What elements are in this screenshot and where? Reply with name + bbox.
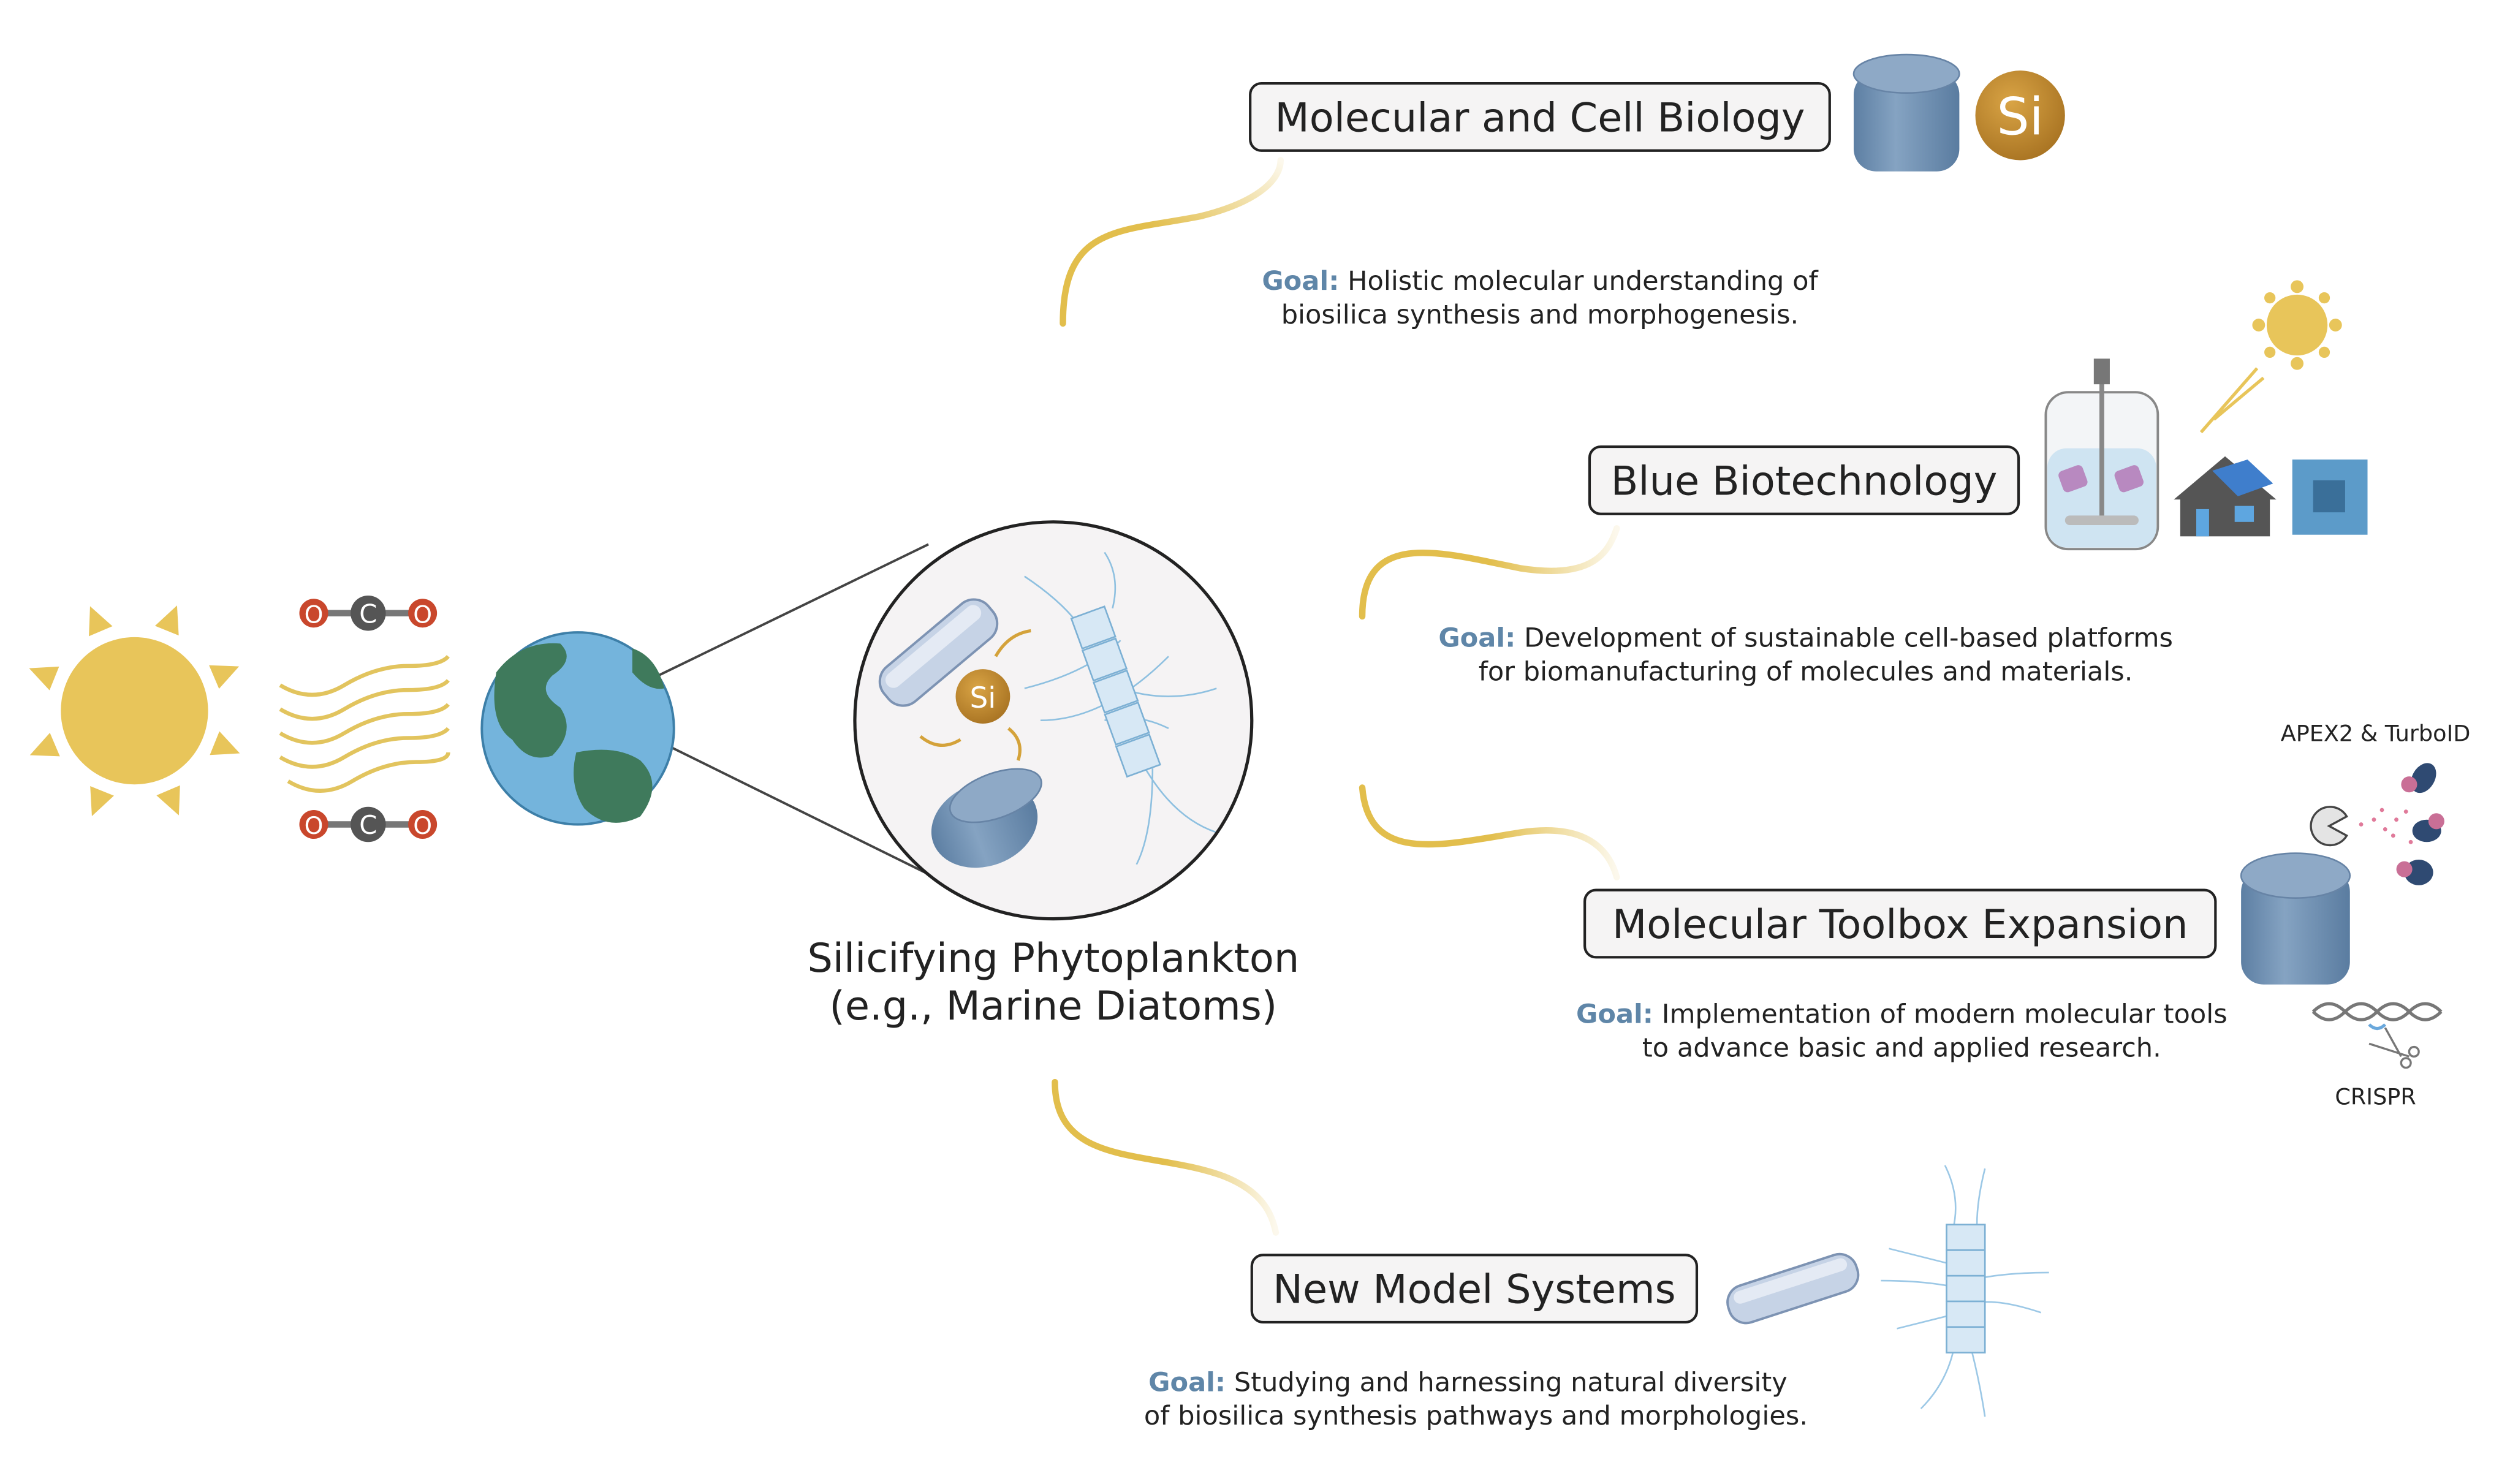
- goal-line2: biosilica synthesis and morphogenesis.: [1281, 300, 1799, 330]
- goal-line1: Goal: Studying and harnessing natural di…: [1148, 1367, 1788, 1398]
- solar-house-icon: [2174, 456, 2277, 537]
- si-label: Si: [969, 681, 996, 715]
- globe-icon: [480, 631, 675, 826]
- center-title-line2: (e.g., Marine Diatoms): [829, 983, 1277, 1029]
- sun-icon: [2199, 280, 2342, 434]
- title-box: [1249, 81, 1831, 152]
- co2-molecule-top-icon: O C O: [299, 595, 438, 631]
- branch-title: Molecular Toolbox Expansion: [1612, 901, 2188, 948]
- oxygen-label: O: [413, 812, 432, 840]
- connector-curve-molecular: [1060, 157, 1284, 327]
- si-element-icon: [1975, 70, 2065, 161]
- connector-curve-blue-biotech: [1359, 525, 1620, 620]
- crispr-label: CRISPR: [2335, 1084, 2416, 1110]
- branch-blue-biotechnology: Blue Biotechnology Goal: Development of …: [1438, 280, 2368, 687]
- goal-line2: for biomanufacturing of molecules and ma…: [1479, 656, 2133, 687]
- centric-diatom-icon: [931, 768, 1042, 868]
- si-cycle-arrows-icon: [919, 629, 1031, 761]
- goal-line1: Goal: Development of sustainable cell-ba…: [1438, 623, 2173, 654]
- bioreactor-icon: [2044, 358, 2159, 551]
- chain-diatom-icon: [1024, 551, 1217, 865]
- pennate-diatom-icon: [1726, 1252, 1860, 1325]
- goal-line1: Goal: Holistic molecular understanding o…: [1262, 266, 1818, 297]
- goal-line1: Goal: Implementation of modern molecular…: [1576, 999, 2228, 1029]
- oxygen-label: O: [305, 601, 324, 629]
- goal-line2: of biosilica synthesis pathways and morp…: [1144, 1401, 1808, 1431]
- centric-diatom-icon: [2240, 852, 2351, 985]
- si-label: Si: [1997, 87, 2044, 147]
- branch-title: Blue Biotechnology: [1611, 458, 1998, 504]
- branch-new-model-systems: New Model Systems Goal: Studying and har…: [1144, 1165, 2049, 1431]
- branch-molecular-cell-biology: Molecular and Cell Biology Goal: Holisti…: [1249, 53, 2065, 330]
- center-title-line1: Silicifying Phytoplankton: [807, 935, 1299, 982]
- carbon-label: C: [359, 599, 377, 629]
- sunlight-waves-icon: [279, 654, 450, 793]
- title-box: [1250, 1254, 1699, 1324]
- apex2-turboid-label: APEX2 & TurboID: [2281, 721, 2471, 747]
- branch-title: New Model Systems: [1273, 1266, 1676, 1313]
- centric-diatom-icon: [1852, 53, 1960, 172]
- title-box: [1588, 445, 2020, 515]
- chain-diatom-icon: [1881, 1165, 2049, 1417]
- oxygen-label: O: [413, 601, 432, 629]
- title-box: [1583, 888, 2217, 959]
- diatom-zoom-circle: Si: [853, 520, 1254, 921]
- sun-icon: [29, 605, 240, 817]
- branch-title: Molecular and Cell Biology: [1275, 94, 1805, 141]
- connector-curve-new-models: [1052, 1078, 1280, 1236]
- dna-scissors-icon: [2311, 1002, 2443, 1069]
- oxygen-label: O: [305, 812, 324, 840]
- carbon-label: C: [359, 810, 377, 840]
- proximity-labeling-icon: [2310, 763, 2444, 885]
- goal-line2: to advance basic and applied research.: [1642, 1032, 2161, 1063]
- connector-curve-toolbox: [1359, 784, 1620, 880]
- pennate-diatom-icon: [878, 598, 999, 707]
- branch-molecular-toolbox: Molecular Toolbox Expansion Goal: Implem…: [1576, 721, 2470, 1110]
- co2-molecule-bottom-icon: O C O: [299, 806, 438, 842]
- si-element-icon: [955, 669, 1010, 724]
- microchip-icon: [2292, 459, 2368, 535]
